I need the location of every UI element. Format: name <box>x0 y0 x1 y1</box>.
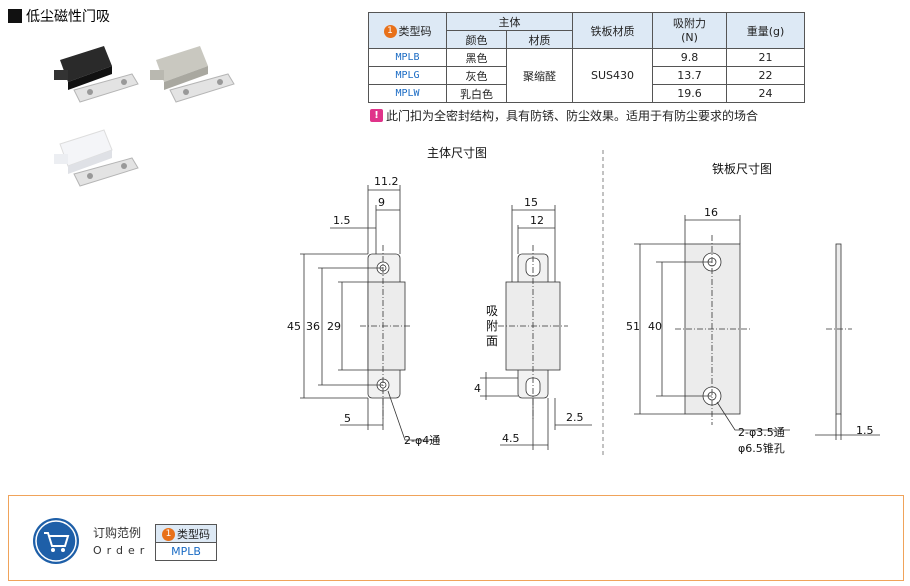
dim-16: 16 <box>704 206 718 219</box>
note: ! 此门扣为全密封结构，具有防锈、防尘效果。适用于有防尘要求的场合 <box>370 107 758 124</box>
plate-drawing-title: 铁板尺寸图 <box>712 162 773 176</box>
force-header: 吸附力(N) <box>652 12 727 49</box>
dim-36: 36 <box>306 320 320 333</box>
bullet-square-icon <box>8 9 22 23</box>
dim-45: 45 <box>287 320 301 333</box>
dim-4-5: 4.5 <box>502 432 520 445</box>
table-row: MPLB 黑色 聚缩醛 SUS430 9.8 21 <box>368 48 805 103</box>
technical-drawing <box>300 150 880 455</box>
dim-51: 51 <box>626 320 640 333</box>
badge-one-icon: 1 <box>162 528 175 541</box>
color-header: 颜色 <box>446 30 507 49</box>
dim-1-5-plate: 1.5 <box>856 424 874 437</box>
plate-material-header: 铁板材质 <box>572 12 653 49</box>
dim-2-5: 2.5 <box>566 411 584 424</box>
hole-spec-6-5: φ6.5锥孔 <box>738 442 785 455</box>
dim-5: 5 <box>344 412 351 425</box>
body-drawing-title: 主体尺寸图 <box>427 146 488 160</box>
order-label-en: Order <box>93 544 150 557</box>
suction-face-label: 吸附面 <box>486 304 499 348</box>
order-label-cn: 订购范例 <box>93 526 142 540</box>
cart-icon <box>33 518 79 564</box>
product-photo-gray <box>150 46 235 103</box>
exclamation-icon: ! <box>370 109 383 122</box>
dim-9: 9 <box>378 196 385 209</box>
dim-11-2: 11.2 <box>374 175 399 188</box>
dim-1-5: 1.5 <box>333 214 351 227</box>
dim-4: 4 <box>474 382 481 395</box>
hole-spec-3-5: 2-φ3.5通 <box>738 426 785 439</box>
dim-40: 40 <box>648 320 662 333</box>
dim-12: 12 <box>530 214 544 227</box>
dim-29: 29 <box>327 320 341 333</box>
hole-spec-4: 2-φ4通 <box>404 434 441 447</box>
material-header: 材质 <box>506 30 573 49</box>
table-row: MPLW 乳白色 19.6 24 <box>368 84 805 103</box>
body-material-cell: 聚缩醛 <box>506 48 573 103</box>
product-photo-black <box>54 46 139 103</box>
order-example-value: MPLB <box>155 542 217 561</box>
page-title: 低尘磁性门吸 <box>8 6 110 26</box>
badge-one-icon: 1 <box>383 25 397 38</box>
product-photo-white <box>54 129 139 187</box>
dim-15: 15 <box>524 196 538 209</box>
